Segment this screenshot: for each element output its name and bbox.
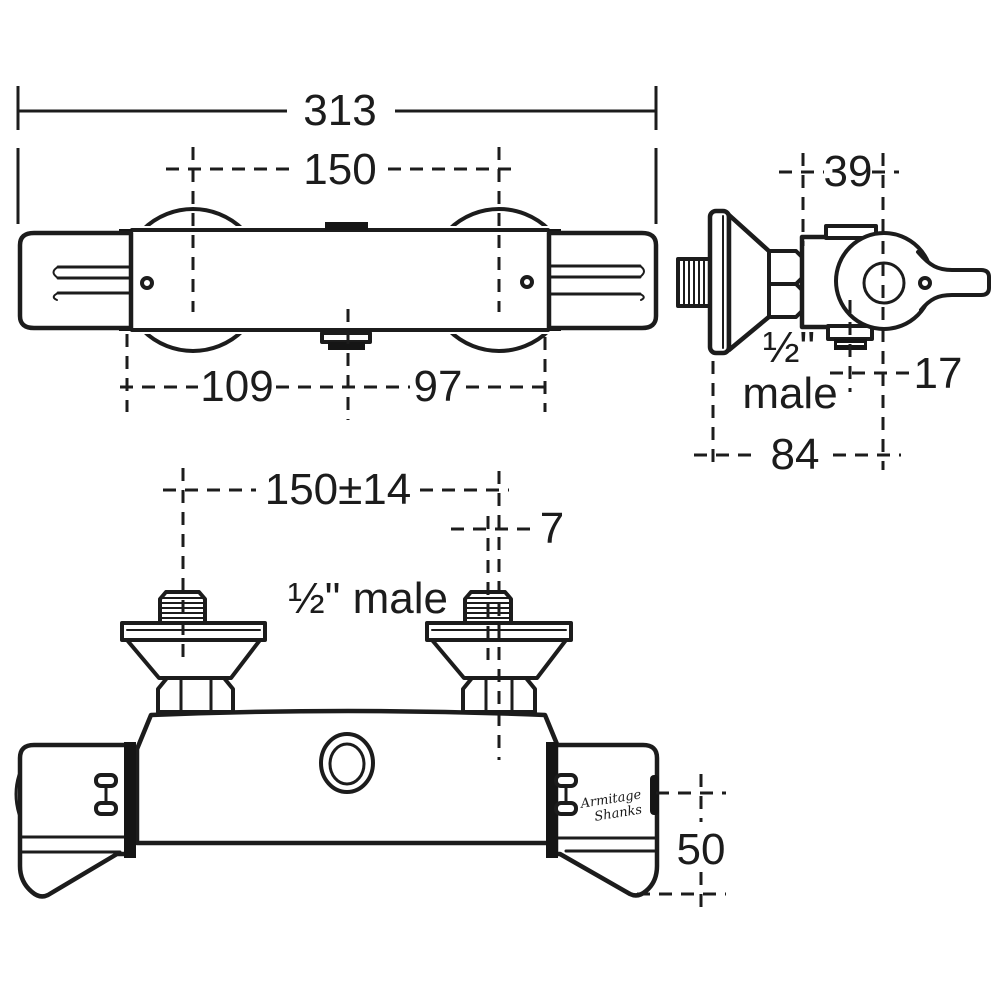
valve-bar-body-fill [128, 226, 552, 334]
dim-overall-width: 313 [303, 86, 376, 135]
top-view-dimensions: 313 150 109 97 [16, 86, 658, 420]
lever-outline [916, 250, 991, 312]
right-temperature-indicator-icon [554, 773, 578, 816]
overall-width-witness-lines [16, 86, 658, 224]
front-view: Armitage Shanks 150±14 7 ½" male 50 [14, 465, 726, 914]
top-view: 313 150 109 97 [16, 86, 659, 420]
left-handle-edge-bump [14, 773, 21, 816]
right-handle-joint-front [546, 742, 558, 858]
outlet-lower-band [328, 342, 365, 350]
left-handle-joint-front [124, 742, 136, 858]
body-top-tab [325, 222, 368, 230]
union-nut-upper [767, 249, 806, 286]
dim-outlet-offset: 17 [914, 349, 963, 398]
union-centrelines [191, 147, 501, 312]
thread-size-label-side: ½" [763, 323, 815, 372]
dim-union-centres-front: 150±14 [265, 465, 412, 514]
dim-drop-height: 50 [677, 825, 726, 874]
inlet-thread-side [676, 257, 712, 308]
front-view-dimensions: 150±14 7 ½" male 50 [163, 465, 726, 914]
wall-flange-plate [707, 208, 732, 356]
lever-fill [918, 252, 989, 310]
left-handle-top [17, 230, 134, 331]
dim-union-centres: 150 [303, 145, 376, 194]
dim-top-offset: 39 [824, 147, 873, 196]
left-handle-front [14, 742, 136, 899]
right-fixing-hole [520, 275, 534, 289]
outlet-upper-band [320, 331, 372, 344]
dim-depth: 84 [771, 430, 820, 479]
centre-outlet-inner-ring [328, 742, 366, 786]
left-union-front [120, 590, 267, 714]
brand-line2: Shanks [593, 802, 643, 824]
side-view: 39 17 84 ½" male [676, 147, 991, 479]
union-nut-lower [767, 282, 806, 319]
thread-gender-label-side: male [742, 369, 837, 418]
left-fixing-hole [140, 276, 154, 290]
drop-height-witness-lines [637, 791, 726, 896]
thread-label-front: ½" male [288, 574, 448, 623]
right-handle-edge-boss [650, 775, 659, 815]
span-witness-lines [125, 309, 547, 420]
left-temperature-indicator-icon [94, 773, 118, 816]
right-handle-front: Armitage Shanks [546, 742, 660, 898]
side-view-dimensions: 39 17 84 ½" male [694, 147, 962, 479]
dim-eccentric-offset: 7 [540, 504, 564, 553]
dim-left-span: 109 [200, 362, 273, 411]
lever-pin-hole [918, 276, 932, 290]
dim-right-span: 97 [414, 362, 463, 411]
right-handle-top [546, 230, 659, 331]
